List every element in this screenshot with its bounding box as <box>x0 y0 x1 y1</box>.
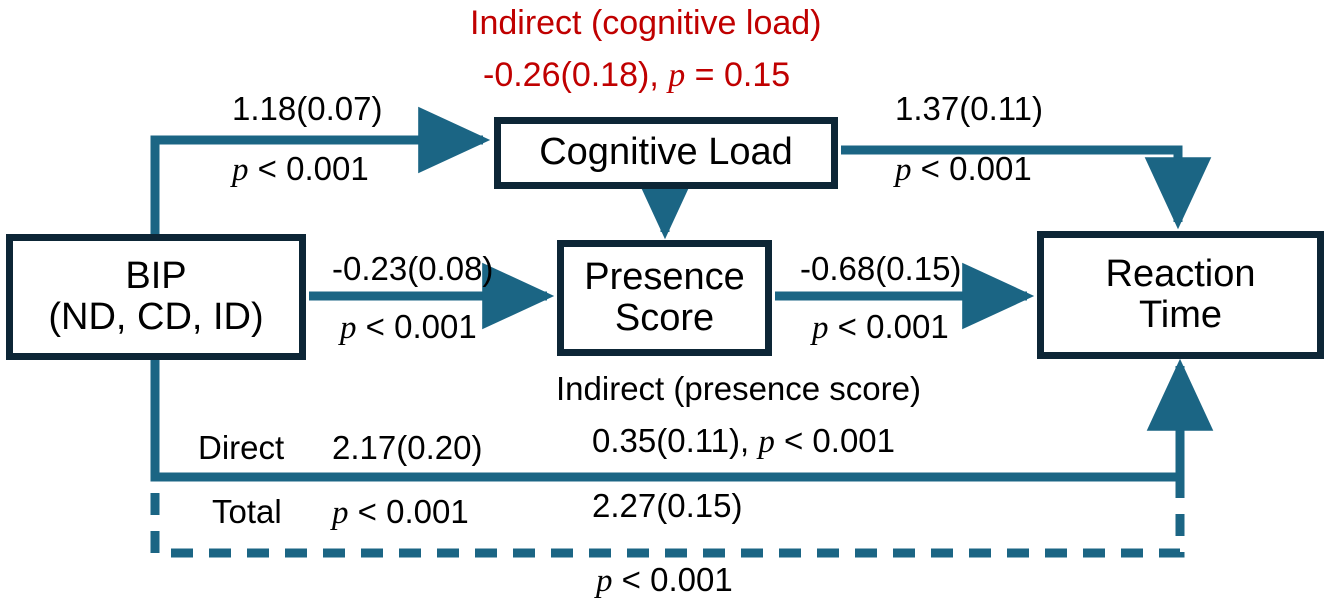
edge-total-bip-to-reaction-time <box>150 480 1185 558</box>
path-b-p-symbol: p <box>895 152 912 188</box>
label-total-effect-name: Total <box>212 493 282 530</box>
label-indirect-cognitive-load-value: -0.26(0.18), p = 0.15 <box>483 58 790 93</box>
path-b-p-rest: < 0.001 <box>911 150 1032 187</box>
label-total-effect-pvalue: p < 0.001 <box>596 563 733 598</box>
path-c-p-symbol: p <box>340 310 357 346</box>
label-path-c-pvalue: p < 0.001 <box>340 310 477 345</box>
label-path-a-coefficient: 1.18(0.07) <box>232 90 383 127</box>
node-bip-line1: BIP <box>125 254 187 297</box>
label-path-b-coefficient: 1.37(0.11) <box>895 90 1043 127</box>
edge-bip-to-cognitive-load <box>150 106 491 238</box>
node-reaction-time-line2: Time <box>1138 294 1223 336</box>
node-cognitive-load-label: Cognitive Load <box>539 131 793 174</box>
indirect-presence-p-value: < 0.001 <box>774 422 896 459</box>
label-path-a-pvalue: p < 0.001 <box>232 152 369 187</box>
label-indirect-presence-score-title: Indirect (presence score) <box>556 370 921 407</box>
node-reaction-time-line1: Reaction <box>1105 252 1256 295</box>
indirect-cognitive-p-value: = 0.15 <box>685 56 791 94</box>
path-c-p-rest: < 0.001 <box>356 308 477 345</box>
total-p-rest: < 0.001 <box>612 561 733 598</box>
node-reaction-time[interactable]: Reaction Time <box>1037 231 1324 359</box>
label-direct-effect-name: Direct <box>198 429 285 466</box>
path-a-p-symbol: p <box>232 152 249 188</box>
direct-p-symbol: p <box>332 495 349 531</box>
edge-direct-bip-to-reaction-time <box>150 358 1214 482</box>
label-path-b-pvalue: p < 0.001 <box>895 152 1032 187</box>
edge-cognitive-load-to-reaction-time <box>841 145 1212 230</box>
indirect-cognitive-p-symbol: p <box>668 57 686 94</box>
node-cognitive-load[interactable]: Cognitive Load <box>494 117 838 189</box>
label-direct-effect-pvalue: p < 0.001 <box>332 495 469 530</box>
path-d-p-symbol: p <box>812 310 829 346</box>
indirect-cognitive-estimate: -0.26(0.18), <box>483 56 669 94</box>
node-presence-score-line1: Presence <box>584 255 745 298</box>
label-direct-effect-coefficient: 2.17(0.20) <box>332 429 483 466</box>
label-total-effect-coefficient: 2.27(0.15) <box>592 487 743 524</box>
total-p-symbol: p <box>596 563 613 599</box>
node-presence-score[interactable]: Presence Score <box>557 240 772 356</box>
indirect-presence-estimate: 0.35(0.11), <box>592 422 759 459</box>
path-a-p-rest: < 0.001 <box>248 150 369 187</box>
path-d-p-rest: < 0.001 <box>828 308 949 345</box>
label-path-d-pvalue: p < 0.001 <box>812 310 949 345</box>
label-path-d-coefficient: -0.68(0.15) <box>800 250 962 287</box>
label-path-c-coefficient: -0.23(0.08) <box>332 250 494 287</box>
node-bip[interactable]: BIP (ND, CD, ID) <box>6 234 306 360</box>
node-bip-line2: (ND, CD, ID) <box>48 296 264 338</box>
label-indirect-presence-score-value: 0.35(0.11), p < 0.001 <box>592 424 895 459</box>
node-presence-score-line2: Score <box>614 297 715 339</box>
direct-p-rest: < 0.001 <box>348 493 469 530</box>
label-indirect-cognitive-load-title: Indirect (cognitive load) <box>470 4 822 42</box>
indirect-presence-p-symbol: p <box>758 424 775 460</box>
